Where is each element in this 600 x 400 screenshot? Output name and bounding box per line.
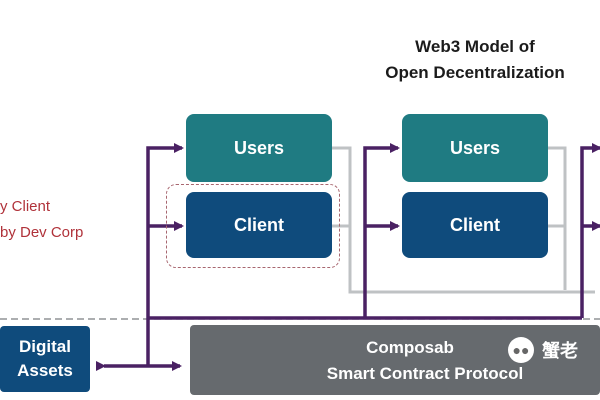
protocol-line-2: Smart Contract Protocol bbox=[326, 364, 524, 383]
protocol-bar: Composab Smart Contract Protocol bbox=[190, 325, 600, 395]
gray-return-line-1 bbox=[330, 146, 595, 294]
client-box-2: Client bbox=[402, 192, 548, 258]
watermark: ●● 蟹老 bbox=[508, 333, 600, 367]
gray-return-line-3 bbox=[548, 146, 567, 290]
owned-by-client-label: y Client bbox=[0, 198, 51, 215]
client-label-2: Client bbox=[449, 214, 500, 235]
owned-client-dashed-frame bbox=[166, 184, 340, 268]
users-box-1: Users bbox=[186, 114, 332, 182]
users-label-2: Users bbox=[449, 137, 501, 158]
watermark-text: 蟹老 bbox=[542, 341, 578, 361]
protocol-line-1: Composab bbox=[366, 338, 454, 357]
assets-line-2: Assets bbox=[17, 361, 73, 380]
flow-arrow-to-users-2 bbox=[363, 143, 400, 318]
owned-by-dev-corp-label: by Dev Corp bbox=[0, 224, 84, 241]
diagram-title: Web3 Model of Open Decentralization bbox=[345, 34, 600, 86]
title-line-1: Web3 Model of bbox=[415, 37, 535, 56]
users-box-2: Users bbox=[402, 114, 548, 182]
client-box-1: Client bbox=[186, 192, 332, 258]
digital-assets-box: Digital Assets bbox=[0, 326, 90, 392]
wechat-bubble-icon: ●● bbox=[508, 337, 534, 363]
client-label-1: Client bbox=[233, 214, 284, 235]
assets-line-1: Digital bbox=[19, 337, 71, 356]
flow-arrow-to-users-3 bbox=[580, 143, 600, 318]
title-line-2: Open Decentralization bbox=[385, 63, 565, 82]
users-label-1: Users bbox=[233, 137, 285, 158]
flow-arrow-to-users-1 bbox=[146, 143, 184, 366]
